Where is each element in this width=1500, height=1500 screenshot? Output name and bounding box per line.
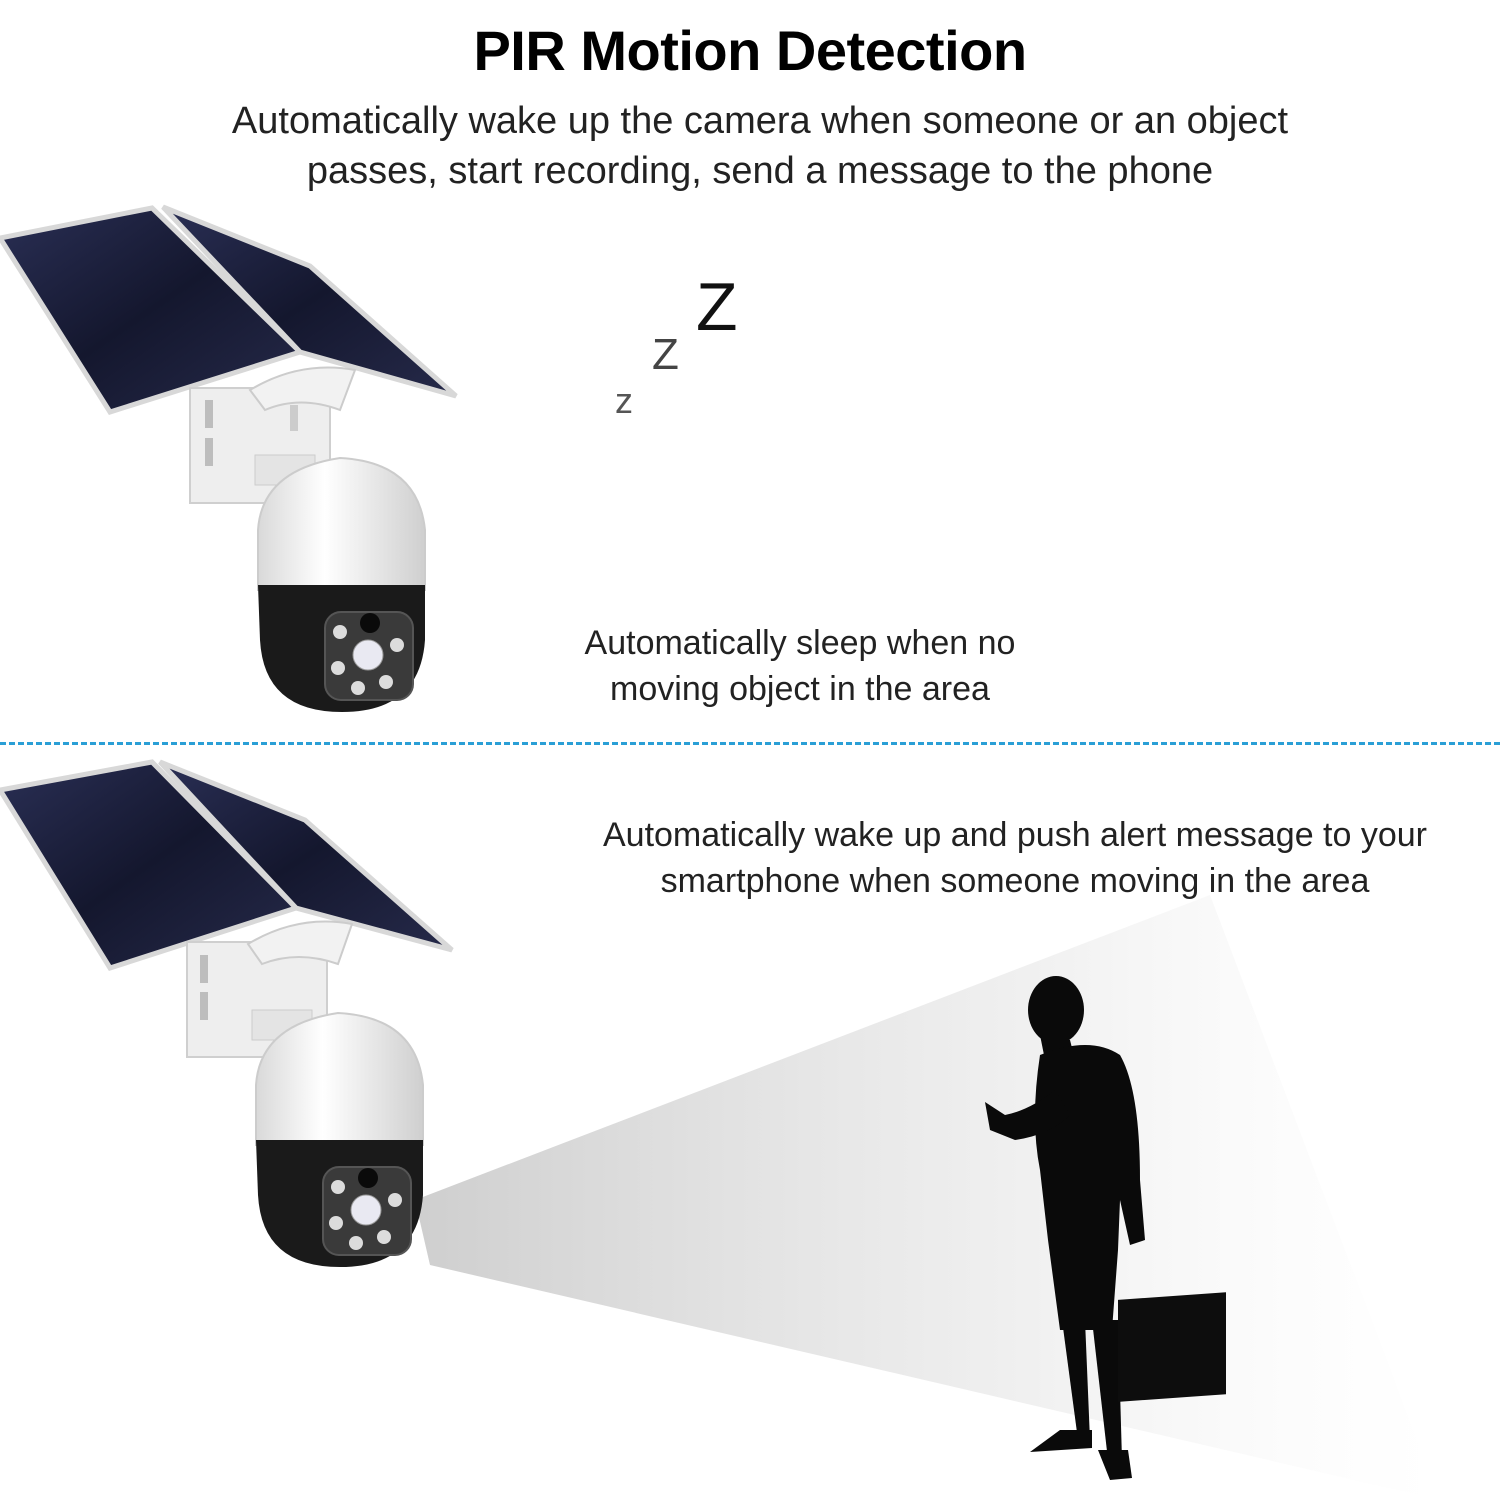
- sleep-z-medium: Z: [652, 330, 679, 379]
- sleep-z-large: Z: [696, 269, 738, 345]
- detection-beam: [415, 895, 1440, 1500]
- sleep-caption-line-1: Automatically sleep when no: [584, 624, 1016, 662]
- subtitle-line-2: passes, start recording, send a message …: [306, 150, 1214, 192]
- briefcase: [1118, 1292, 1226, 1402]
- wake-caption: Automatically wake up and push alert mes…: [540, 812, 1490, 904]
- camera-dome: [255, 1011, 424, 1146]
- wake-caption-line-2: smartphone when someone moving in the ar…: [660, 862, 1370, 900]
- sleep-z-small: z: [615, 380, 633, 421]
- solar-panel-right: [158, 759, 454, 953]
- solar-camera-sleeping: [0, 204, 458, 712]
- wake-caption-line-1: Automatically wake up and push alert mes…: [602, 816, 1427, 854]
- section-divider: [0, 742, 1500, 745]
- solar-panel-left: [0, 759, 301, 971]
- camera-dome: [257, 456, 426, 591]
- page-title: PIR Motion Detection: [473, 19, 1027, 82]
- solar-panel-right: [161, 204, 458, 399]
- person-silhouette: [985, 976, 1145, 1480]
- subtitle-line-1: Automatically wake up the camera when so…: [231, 100, 1289, 142]
- page-subtitle: Automatically wake up the camera when so…: [150, 96, 1370, 196]
- sleep-caption: Automatically sleep when no moving objec…: [540, 620, 1060, 712]
- sleep-caption-line-2: moving object in the area: [610, 670, 990, 708]
- solar-panel-left: [0, 205, 305, 415]
